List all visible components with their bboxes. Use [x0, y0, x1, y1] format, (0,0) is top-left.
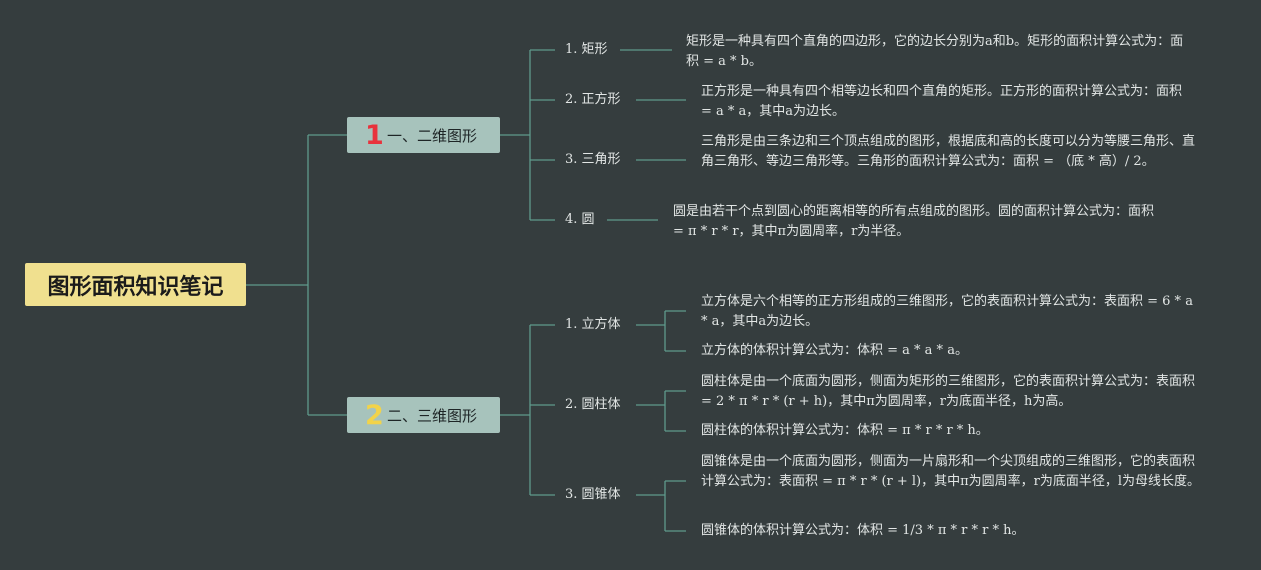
note-cube-surface[interactable]: 立方体是六个相等的正方形组成的三维图形，它的表面积计算公式为：表面积 = 6 *… [701, 294, 1193, 329]
note-cube-volume[interactable]: 立方体的体积计算公式为：体积 = a * a * a。 [701, 343, 968, 358]
note-cylinder-surface[interactable]: 圆柱体是由一个底面为圆形，侧面为矩形的三维图形，它的表面积计算公式为：表面积 =… [701, 374, 1196, 409]
note-rectangle[interactable]: 矩形是一种具有四个直角的四边形，它的边长分别为a和b。矩形的面积计算公式为：面积… [686, 34, 1184, 69]
note-circle[interactable]: 圆是由若干个点到圆心的距离相等的所有点组成的图形。圆的面积计算公式为：面积 = … [673, 204, 1155, 239]
branch-label: 一、二维图形 [387, 126, 478, 145]
topic-note-fork-6 [636, 390, 686, 432]
root-topic[interactable]: 图形面积知识笔记 [25, 263, 246, 306]
note-cylinder-volume[interactable]: 圆柱体的体积计算公式为：体积 = π * r * r * h。 [701, 423, 989, 438]
note-triangle[interactable]: 三角形是由三条边和三个顶点组成的图形，根据底和高的长度可以分为等腰三角形、直角三… [701, 134, 1196, 169]
topic-triangle[interactable]: 3. 三角形 [565, 152, 621, 167]
branch-number-badge: 2 [365, 399, 384, 431]
branch2-links [500, 324, 555, 496]
branch-3d-shapes[interactable]: 2 二、三维图形 [347, 397, 500, 433]
branch-2d-shapes[interactable]: 1 一、二维图形 [347, 117, 500, 153]
topic-note-fork-5 [636, 310, 686, 352]
note-square[interactable]: 正方形是一种具有四个相等边长和四个直角的矩形。正方形的面积计算公式为：面积 = … [701, 84, 1183, 119]
topic-circle[interactable]: 4. 圆 [565, 212, 595, 227]
topic-cone[interactable]: 3. 圆锥体 [565, 487, 621, 502]
branch-number-badge: 1 [365, 119, 384, 151]
branch-label: 二、三维图形 [387, 406, 478, 425]
topic-cube[interactable]: 1. 立方体 [565, 317, 621, 332]
note-cone-volume[interactable]: 圆锥体的体积计算公式为：体积 = 1/3 * π * r * r * h。 [701, 523, 1025, 538]
root-link [246, 134, 347, 416]
topic-note-fork-7 [636, 480, 686, 532]
topic-cylinder[interactable]: 2. 圆柱体 [565, 397, 621, 412]
topic-rectangle[interactable]: 1. 矩形 [565, 42, 608, 57]
topic-square[interactable]: 2. 正方形 [565, 92, 621, 107]
note-cone-surface[interactable]: 圆锥体是由一个底面为圆形，侧面为一片扇形和一个尖顶组成的三维图形，它的表面积计算… [701, 454, 1201, 489]
root-title: 图形面积知识笔记 [47, 274, 224, 300]
branch1-links [500, 49, 555, 221]
